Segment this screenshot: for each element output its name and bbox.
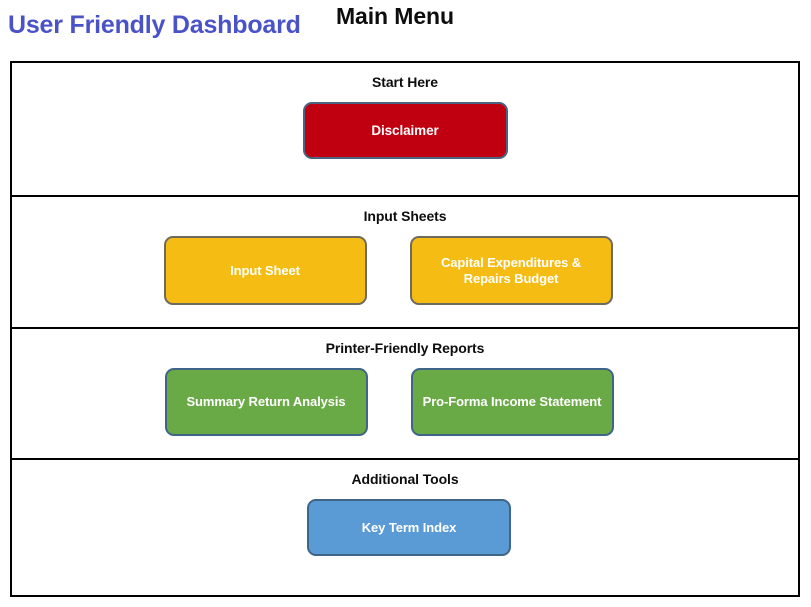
button-row-printer-friendly-reports: Summary Return Analysis Pro-Forma Income… xyxy=(0,368,782,436)
page-header: User Friendly Dashboard Main Menu xyxy=(0,0,811,61)
dashboard-panel: Start Here Disclaimer Input Sheets Input… xyxy=(10,61,800,597)
section-start-here: Start Here Disclaimer xyxy=(12,63,798,197)
summary-return-analysis-button[interactable]: Summary Return Analysis xyxy=(164,368,368,436)
page-subtitle: Main Menu xyxy=(336,3,454,29)
section-additional-tools: Additional Tools Key Term Index xyxy=(12,460,798,599)
button-row-input-sheets: Input Sheet Capital Expenditures & Repai… xyxy=(0,236,781,305)
input-sheet-button[interactable]: Input Sheet xyxy=(163,236,367,305)
section-title-input-sheets: Input Sheets xyxy=(363,208,447,224)
section-title-printer-friendly-reports: Printer-Friendly Reports xyxy=(325,340,485,356)
section-title-additional-tools: Additional Tools xyxy=(351,471,459,487)
disclaimer-button[interactable]: Disclaimer xyxy=(302,102,508,159)
section-printer-friendly-reports: Printer-Friendly Reports Summary Return … xyxy=(12,329,798,460)
key-term-index-button[interactable]: Key Term Index xyxy=(307,499,511,556)
section-title-start-here: Start Here xyxy=(372,74,438,90)
section-input-sheets: Input Sheets Input Sheet Capital Expendi… xyxy=(12,197,798,329)
button-row-start-here: Disclaimer xyxy=(12,102,798,159)
page-title: User Friendly Dashboard xyxy=(8,11,301,39)
capital-expenditures-repairs-budget-button[interactable]: Capital Expenditures & Repairs Budget xyxy=(409,236,613,305)
pro-forma-income-statement-button[interactable]: Pro-Forma Income Statement xyxy=(410,368,614,436)
button-row-additional-tools: Key Term Index xyxy=(16,499,802,556)
